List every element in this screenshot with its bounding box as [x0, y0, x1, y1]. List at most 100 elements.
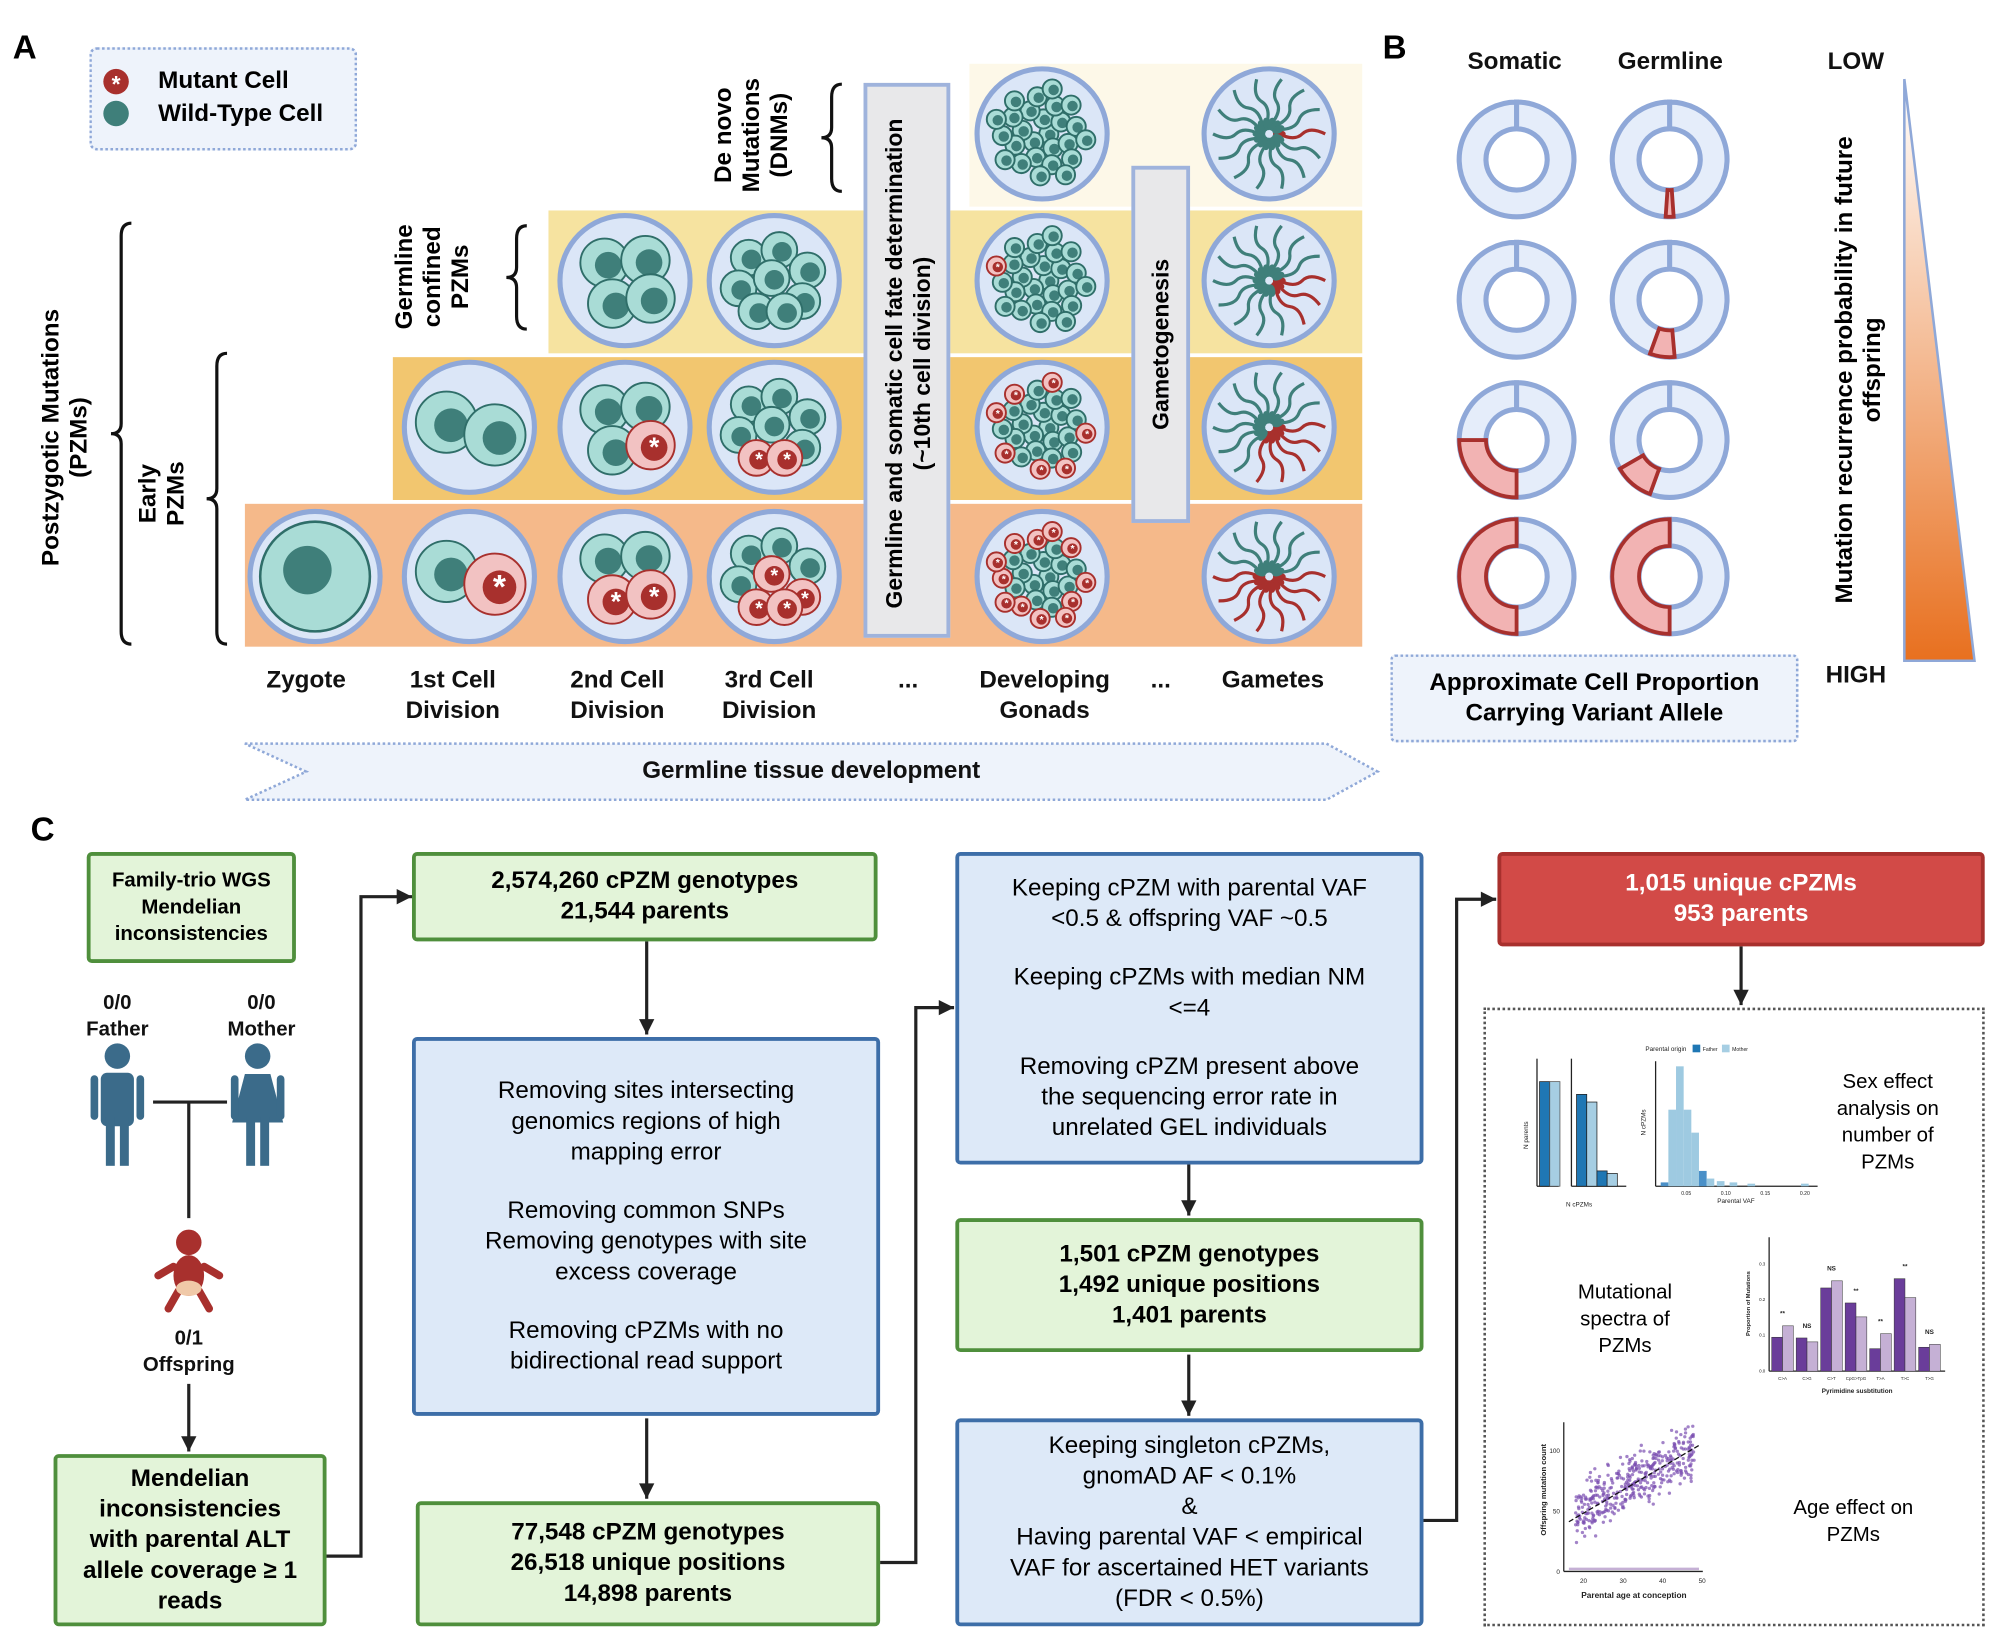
sperm-icon: [1212, 128, 1260, 140]
asterisk-icon: *: [493, 569, 507, 606]
nucleus: [1072, 415, 1083, 427]
nucleus: [1036, 318, 1047, 329]
scatter-point: [1589, 1489, 1593, 1493]
nucleus: [1081, 578, 1093, 589]
sperm-icon: [1232, 532, 1265, 569]
scatter-point: [1606, 1463, 1610, 1468]
embryo-gamete: [1201, 508, 1337, 645]
scatter-point: [1586, 1502, 1590, 1507]
embryo-membrane: [557, 213, 693, 349]
sperm-icon: [1253, 521, 1270, 567]
asterisk-icon: *: [1040, 465, 1045, 477]
arrow-head: [181, 1436, 197, 1452]
sperm-icon: [1274, 531, 1305, 570]
sperm-icon: [1268, 436, 1285, 483]
scatter-point: [1687, 1445, 1691, 1449]
scatter-point: [1575, 1529, 1579, 1533]
scatter-point: [1689, 1473, 1693, 1477]
scatter-point: [1671, 1462, 1675, 1466]
sperm-icon: [1270, 371, 1283, 419]
nucleus: [1009, 112, 1020, 124]
scatter-point: [1642, 1464, 1646, 1468]
embryo-membrane: [1201, 359, 1337, 495]
asterisk-icon: *: [1071, 597, 1076, 609]
scatter-point: [1646, 1494, 1650, 1498]
scatter-point: [1587, 1519, 1591, 1523]
sperm-icon: [1255, 289, 1269, 337]
leg: [260, 1117, 270, 1166]
nucleus: [1047, 453, 1059, 465]
scatter-point: [1656, 1450, 1661, 1454]
sperm-icon: [1268, 290, 1285, 336]
scatter-point: [1611, 1503, 1615, 1507]
nucleus: [1031, 153, 1043, 164]
scatter-point: [1606, 1473, 1610, 1477]
histogram-bar: [1747, 1183, 1756, 1187]
scatter-point: [1576, 1520, 1580, 1524]
dnm-brace: [821, 82, 842, 193]
wildtype-cell-icon: [103, 100, 129, 127]
x-tick: 0.05: [1681, 1191, 1691, 1197]
scatter-point: [1587, 1505, 1592, 1510]
scatter-point: [1689, 1476, 1693, 1480]
asterisk-icon: *: [611, 586, 622, 616]
sperm-icon: [1232, 383, 1265, 420]
scatter-point: [1654, 1452, 1658, 1457]
scatter-point: [1601, 1492, 1606, 1496]
asterisk-icon: *: [783, 598, 791, 620]
arrow-head: [639, 1019, 655, 1035]
nucleus: [1018, 568, 1029, 580]
nucleus: [482, 570, 517, 605]
filter-line: Keeping singleton cPZMs,: [1048, 1431, 1331, 1459]
embryo-gamete: [1201, 66, 1337, 202]
scatter-point: [1652, 1471, 1656, 1475]
nucleus: [731, 426, 752, 447]
asterisk-icon: *: [1085, 428, 1090, 440]
head: [176, 1229, 202, 1256]
scatter-point: [1633, 1453, 1637, 1457]
scatter-point: [1642, 1492, 1647, 1496]
nucleus: [1067, 447, 1079, 459]
sperm-icon: [1277, 284, 1321, 306]
scatter-point: [1593, 1500, 1597, 1504]
scatter-point: [1672, 1472, 1676, 1476]
y-tick: 0.1: [1759, 1333, 1766, 1338]
scatter-point: [1652, 1484, 1657, 1488]
sperm-icon: [1218, 136, 1260, 160]
significance-label: **: [1780, 1311, 1785, 1318]
scatter-point: [1616, 1476, 1620, 1480]
embryo-cell: **: [557, 508, 693, 645]
nucleus: [1017, 305, 1028, 317]
embryo-cell: [557, 213, 693, 349]
nucleus: [1057, 264, 1068, 275]
stage-label: Zygote: [266, 667, 346, 694]
nucleus: [1017, 452, 1028, 464]
nucleus: [800, 558, 820, 578]
scatter-point: [1630, 1456, 1634, 1461]
asterisk-icon: *: [783, 449, 791, 471]
sperm-icon: [1217, 401, 1262, 424]
scatter-point: [1589, 1479, 1594, 1483]
nucleus: [1026, 253, 1037, 264]
scatter-point: [1595, 1493, 1600, 1497]
nucleus: [1072, 122, 1083, 133]
father-icon: [90, 1043, 145, 1166]
scatter-point: [1606, 1489, 1610, 1493]
bar: [1586, 1101, 1598, 1187]
scatter-point: [1605, 1493, 1609, 1498]
nucleus: [1051, 101, 1062, 113]
pzm-brace: [110, 221, 132, 646]
y-tick: 0.0: [1759, 1368, 1766, 1373]
x-tick: C>A: [1778, 1376, 1787, 1381]
nucleus: [777, 303, 797, 323]
scatter-point: [1653, 1460, 1657, 1465]
scatter-point: [1590, 1501, 1594, 1505]
asterisk-icon: *: [1037, 535, 1042, 547]
nucleus: [1011, 287, 1022, 299]
dress: [232, 1073, 284, 1123]
legend-mutant-label: Mutant Cell: [158, 67, 289, 95]
filter-line: unrelated GEL individuals: [1051, 1114, 1328, 1141]
nucleus: [434, 557, 468, 592]
